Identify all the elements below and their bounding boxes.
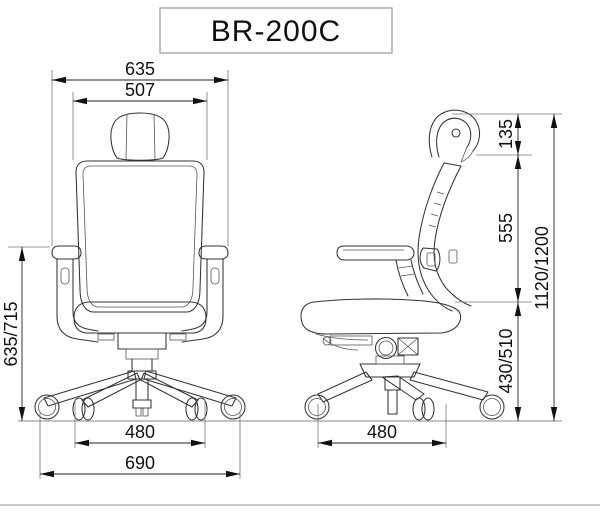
front-caster-outer-right-inner — [224, 398, 242, 416]
side-back-bracket-cross — [397, 337, 419, 356]
side-backrest-top — [443, 162, 462, 167]
side-dimensions: 135 555 430/510 1120/1200 — [317, 113, 562, 448]
front-armrest-left-post-inner — [72, 258, 99, 332]
front-base-hub — [127, 370, 157, 380]
side-leg-left — [317, 371, 373, 403]
front-view-drawing — [34, 112, 246, 421]
front-headrest-stitch — [125, 113, 156, 160]
front-caster-double-left-a — [72, 397, 86, 421]
front-caster-outer-left-inner — [38, 398, 56, 416]
front-headrest — [110, 112, 170, 161]
dim-overall-height: 1120/1200 — [532, 114, 558, 421]
front-foot-wheel-b — [142, 407, 149, 417]
dim-backrest-height: 555 — [496, 155, 522, 302]
side-caster-center-a — [412, 397, 426, 421]
title-box — [159, 7, 393, 54]
side-backrest-rear — [433, 165, 472, 307]
side-back-tab — [448, 249, 458, 264]
front-backrest-outer — [75, 160, 205, 313]
side-lumbar-handle — [419, 247, 441, 272]
side-caster-left-inner — [308, 398, 326, 416]
dim-base-depth: 480 — [317, 404, 447, 448]
front-caster-double-right-b — [194, 397, 208, 421]
dim-overall-width: 635 — [51, 59, 229, 246]
dim-overall-width-label: 635 — [125, 59, 155, 79]
front-lever-right — [169, 333, 187, 341]
dim-backrest-width-label: 507 — [125, 80, 155, 100]
front-foot-wheel-a — [135, 407, 142, 417]
side-caster-right-inner — [483, 398, 501, 416]
side-armrest-pad — [336, 245, 415, 261]
side-lumbar-inner — [426, 252, 436, 267]
front-armrest-right-pad — [198, 245, 229, 260]
dim-caster-span-inner: 480 — [74, 400, 206, 448]
front-backrest-inner — [82, 165, 198, 308]
dim-armrest-height: 635/715 — [1, 246, 50, 421]
side-gas-lower — [387, 389, 398, 415]
front-armrest-left-pad — [51, 245, 82, 260]
side-caster-center-b — [421, 397, 435, 421]
front-dimensions: 635 507 635/715 480 — [1, 59, 241, 479]
front-armrest-left-slot — [60, 267, 70, 285]
front-armrest-right-post-outer — [181, 258, 224, 343]
front-leg-outer-right — [143, 370, 237, 407]
title-block: BR-200C — [159, 7, 393, 54]
dim-backrest-width: 507 — [72, 80, 208, 160]
side-mech-pivot — [322, 336, 332, 346]
dim-overall-height-label: 1120/1200 — [532, 226, 552, 310]
side-seat — [300, 298, 462, 335]
side-leg-right — [409, 371, 489, 401]
front-armrest-right-post-inner — [181, 258, 208, 332]
dim-headrest-height-label: 135 — [496, 119, 516, 149]
side-caster-left — [304, 394, 330, 420]
front-lever-left — [97, 333, 115, 341]
front-leg-inner-left — [81, 372, 141, 408]
side-headrest-bolt — [451, 128, 461, 138]
front-gas-foot — [132, 399, 152, 409]
side-leg-front — [381, 375, 425, 401]
front-caster-outer-right — [220, 394, 246, 420]
side-caster-right — [479, 394, 505, 420]
side-tension-knob — [374, 336, 398, 360]
side-tension-knob-inner — [378, 340, 394, 356]
side-headrest-inner — [436, 117, 472, 158]
side-armrest-post — [395, 259, 424, 297]
model-title: BR-200C — [211, 15, 341, 48]
front-mechanism-lower — [125, 348, 159, 360]
front-column — [131, 358, 153, 372]
dim-seat-height: 430/510 — [496, 302, 522, 421]
side-headrest-outer — [428, 109, 481, 158]
side-view-drawing — [300, 109, 505, 421]
side-armrest-adjuster — [398, 265, 415, 277]
dim-armrest-height-label: 635/715 — [1, 301, 21, 366]
side-mech-lever — [322, 337, 359, 351]
front-caster-outer-left — [34, 394, 60, 420]
side-headrest-bracket — [460, 146, 474, 163]
side-hub-plate — [375, 355, 405, 365]
side-base-hub — [359, 363, 421, 378]
front-leg-inner-right — [140, 372, 199, 408]
dim-base-depth-label: 480 — [367, 422, 397, 442]
front-caster-double-right-a — [185, 397, 199, 421]
front-mechanism-upper — [117, 332, 167, 350]
front-seat — [73, 301, 207, 334]
side-mech-plate — [329, 335, 373, 346]
side-seat-underline — [315, 333, 369, 341]
front-leg-outer-left — [43, 370, 137, 407]
front-caster-double-left-b — [81, 397, 95, 421]
front-gas-lift — [135, 378, 149, 401]
front-armrest-left-post-outer — [56, 258, 99, 343]
dim-backrest-height-label: 555 — [496, 213, 516, 243]
dim-seat-height-label: 430/510 — [496, 328, 516, 393]
side-backrest-hatches — [428, 191, 445, 228]
dim-caster-span-inner-label: 480 — [125, 422, 155, 442]
side-back-bracket — [397, 337, 419, 356]
dim-headrest-height: 135 — [496, 114, 522, 155]
front-armrest-right-slot — [210, 267, 220, 285]
dim-base-width-label: 690 — [125, 453, 155, 473]
dim-base-width: 690 — [39, 412, 241, 479]
